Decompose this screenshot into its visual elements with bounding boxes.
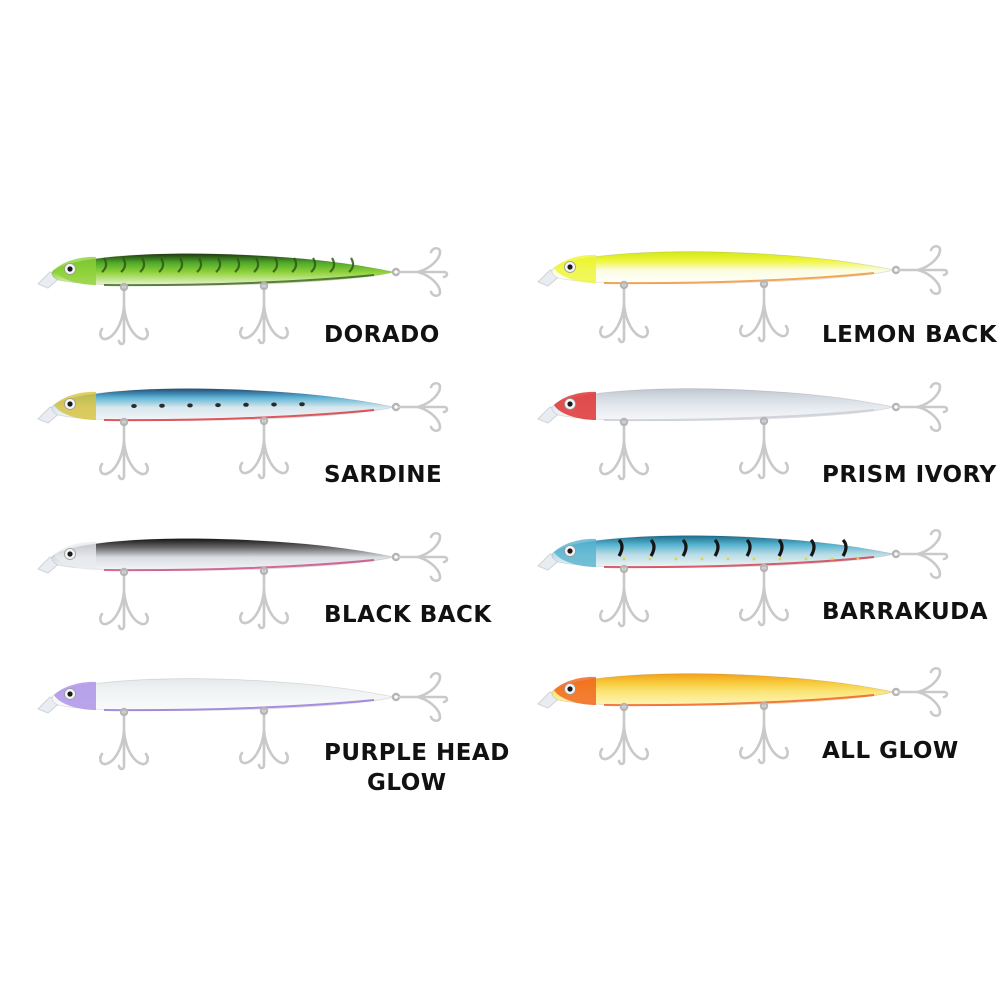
treble-hook-icon bbox=[891, 244, 949, 296]
lure-label-dorado: DORADO bbox=[324, 320, 440, 350]
treble-hook-icon bbox=[739, 416, 789, 480]
treble-hook-icon bbox=[599, 702, 649, 766]
lure-eye-icon bbox=[564, 261, 576, 273]
treble-hook-icon bbox=[239, 706, 289, 770]
lure-eye-icon bbox=[64, 263, 76, 275]
fishing-lure-icon bbox=[37, 538, 395, 574]
lure-sardine bbox=[37, 381, 449, 481]
lure-lemon-back bbox=[537, 244, 949, 344]
lure-label-all-glow: ALL GLOW bbox=[822, 736, 959, 766]
fishing-lure-icon bbox=[537, 673, 895, 709]
lure-eye-icon bbox=[64, 548, 76, 560]
lure-all-glow bbox=[537, 666, 949, 766]
treble-hook-icon bbox=[239, 566, 289, 630]
treble-hook-icon bbox=[99, 707, 149, 771]
fishing-lure-icon bbox=[537, 535, 895, 571]
treble-hook-icon bbox=[239, 281, 289, 345]
lure-dorado bbox=[37, 246, 449, 346]
lure-name-line: BARRAKUDA bbox=[822, 599, 989, 625]
treble-hook-icon bbox=[391, 671, 449, 723]
treble-hook-icon bbox=[599, 417, 649, 481]
lure-label-prism-ivory: PRISM IVORY bbox=[822, 460, 997, 490]
lure-barrakuda bbox=[537, 528, 949, 628]
lure-name-line: BLACK BACK bbox=[324, 602, 492, 628]
lure-name-line: PURPLE HEAD bbox=[324, 740, 510, 766]
lure-name-line: LEMON BACK bbox=[822, 322, 998, 348]
treble-hook-icon bbox=[739, 279, 789, 343]
lure-eye-icon bbox=[564, 545, 576, 557]
lure-eye-icon bbox=[564, 683, 576, 695]
treble-hook-icon bbox=[391, 531, 449, 583]
fishing-lure-icon bbox=[537, 251, 895, 287]
treble-hook-icon bbox=[891, 381, 949, 433]
treble-hook-icon bbox=[891, 666, 949, 718]
treble-hook-icon bbox=[599, 280, 649, 344]
lure-prism-ivory bbox=[537, 381, 949, 481]
fishing-lure-icon bbox=[37, 678, 395, 714]
lure-name-line: SARDINE bbox=[324, 462, 443, 488]
treble-hook-icon bbox=[391, 381, 449, 433]
treble-hook-icon bbox=[391, 246, 449, 298]
treble-hook-icon bbox=[739, 563, 789, 627]
treble-hook-icon bbox=[891, 528, 949, 580]
lure-eye-icon bbox=[564, 398, 576, 410]
treble-hook-icon bbox=[99, 417, 149, 481]
treble-hook-icon bbox=[739, 701, 789, 765]
fishing-lure-icon bbox=[37, 253, 395, 289]
lure-eye-icon bbox=[64, 688, 76, 700]
lure-name-line: PRISM IVORY bbox=[822, 462, 997, 488]
lure-black-back bbox=[37, 531, 449, 631]
lure-eye-icon bbox=[64, 398, 76, 410]
fishing-lure-icon bbox=[537, 388, 895, 424]
fishing-lure-icon bbox=[37, 388, 395, 424]
lure-label-purple-head-glow: PURPLE HEAD GLOW bbox=[324, 738, 510, 798]
lure-label-sardine: SARDINE bbox=[324, 460, 442, 490]
treble-hook-icon bbox=[239, 416, 289, 480]
lure-purple-head-glow bbox=[37, 671, 449, 771]
treble-hook-icon bbox=[599, 564, 649, 628]
lure-name-line: DORADO bbox=[324, 322, 440, 348]
lure-name-line: ALL GLOW bbox=[822, 738, 959, 764]
treble-hook-icon bbox=[99, 567, 149, 631]
treble-hook-icon bbox=[99, 282, 149, 346]
lure-label-barrakuda: BARRAKUDA bbox=[822, 597, 988, 627]
lure-label-black-back: BLACK BACK bbox=[324, 600, 492, 630]
lure-name-line: GLOW bbox=[367, 770, 447, 796]
lure-label-lemon-back: LEMON BACK bbox=[822, 320, 997, 350]
